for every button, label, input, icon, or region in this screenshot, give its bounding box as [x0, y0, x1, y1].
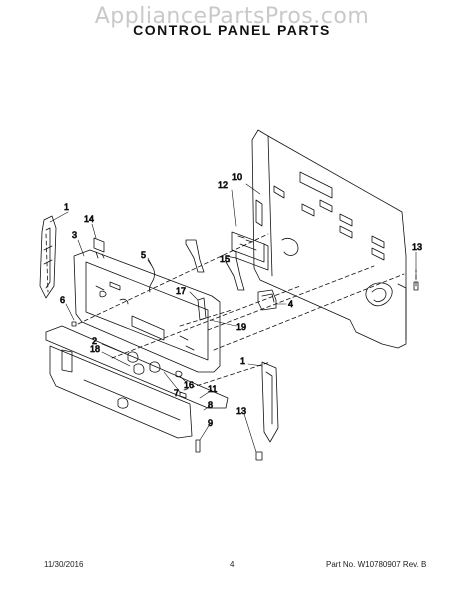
panel-knob-shape	[281, 238, 299, 256]
callout-13-bottom: 13	[236, 406, 246, 416]
callout-12: 12	[218, 180, 228, 190]
page-title: CONTROL PANEL PARTS	[133, 22, 331, 38]
callout-18: 18	[90, 344, 100, 354]
part-14-pins	[95, 251, 105, 259]
callout-14: 14	[84, 214, 94, 224]
right-end-cap	[261, 361, 279, 443]
callout-2: 2	[92, 336, 97, 346]
callout-17: 17	[176, 286, 186, 296]
callout-1-left: 1	[64, 202, 69, 212]
knob-parts	[127, 351, 187, 399]
leader-lines	[49, 183, 417, 453]
callout-3: 3	[72, 230, 77, 240]
callout-19: 19	[236, 322, 246, 332]
watermark: AppliancePartsPros.com	[94, 4, 370, 29]
part-14	[93, 237, 105, 253]
callout-8: 8	[208, 400, 213, 410]
callout-15: 15	[220, 254, 230, 264]
switch-4-detail	[261, 293, 275, 303]
screw-9	[195, 439, 201, 453]
screw-13-bottom	[255, 451, 263, 461]
callout-7: 7	[174, 388, 179, 398]
footer-page-number: 4	[230, 560, 235, 569]
control-console	[73, 249, 221, 373]
bracket-15	[185, 239, 245, 291]
callout-16: 16	[184, 380, 194, 390]
callout-1-right: 1	[240, 356, 245, 366]
footer-date: 11/30/2016	[44, 560, 84, 569]
left-end-cap	[39, 215, 57, 299]
screw-13-right	[413, 281, 419, 291]
callout-11: 11	[208, 384, 217, 394]
screw-6	[71, 321, 77, 327]
lower-manifold-panel	[45, 325, 229, 439]
footer-part-number: Part No. W10780907 Rev. B	[326, 560, 427, 569]
callout-6: 6	[60, 295, 65, 305]
callout-5: 5	[141, 250, 146, 260]
shaft-17	[197, 297, 207, 321]
callout-13-right: 13	[412, 242, 422, 252]
callout-9: 9	[208, 418, 213, 428]
rear-panel	[251, 129, 407, 349]
callout-4: 4	[288, 299, 293, 309]
callout-10: 10	[232, 172, 242, 182]
